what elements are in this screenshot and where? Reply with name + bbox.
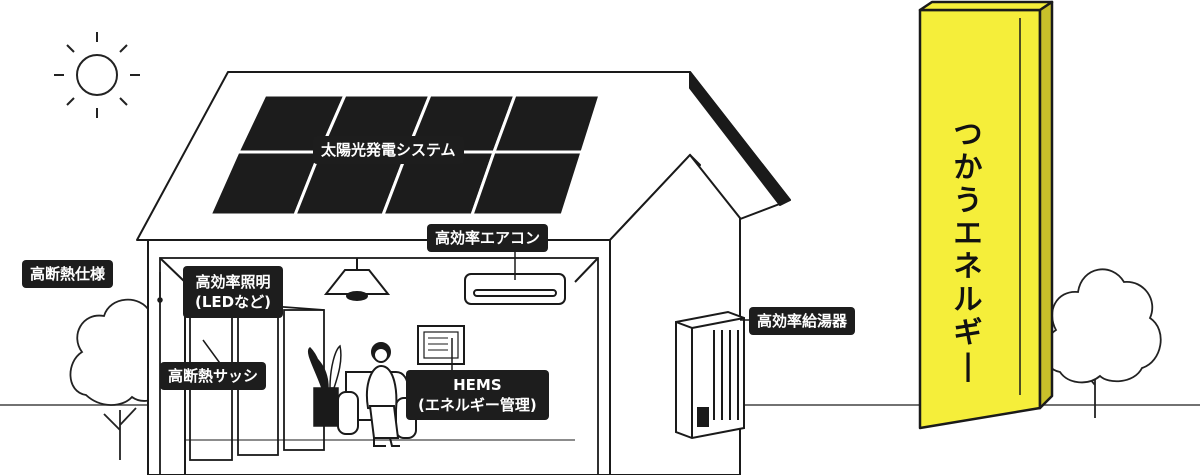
lighting-label: 高効率照明 (LEDなど) [183, 266, 283, 318]
sun-icon [54, 32, 140, 118]
person-icon [366, 342, 400, 447]
pendant-lamp-icon [323, 258, 391, 301]
insulation-text: 高断熱仕様 [30, 265, 106, 283]
tower-glyph: ル [953, 282, 983, 316]
insulation-label: 高断熱仕様 [22, 260, 114, 288]
tower-glyph: | [962, 348, 974, 382]
tower-glyph: ギ [953, 315, 983, 349]
sash-label: 高断熱サッシ [160, 362, 267, 390]
hems-label: HEMS (エネルギー管理) [406, 370, 549, 420]
air-conditioner-icon [464, 273, 566, 305]
plant-icon [308, 344, 342, 427]
water-heater-icon [675, 310, 745, 440]
lighting-text-line2: (LEDなど) [195, 293, 271, 311]
air-conditioner-text: 高効率エアコン [435, 229, 541, 247]
air-conditioner-label: 高効率エアコン [427, 224, 549, 252]
tree-right-icon [1043, 268, 1162, 418]
sash-text: 高断熱サッシ [168, 367, 259, 385]
water-heater-label: 高効率給湯器 [749, 307, 856, 335]
tower-glyph: ネ [953, 249, 983, 283]
tree-left-icon [69, 298, 162, 460]
hems-text-line2: (エネルギー管理) [418, 396, 537, 414]
tower-glyph: か [953, 150, 983, 184]
lighting-text-line1: 高効率照明 [195, 273, 271, 291]
tower-vertical-text: つかうエネルギ| [950, 118, 986, 382]
tower-glyph: う [953, 183, 983, 217]
solar-power-text: 太陽光発電システム [321, 141, 456, 159]
energy-tower [918, 0, 1054, 430]
tower-glyph: エ [953, 216, 983, 250]
hems-text-line1: HEMS [453, 376, 502, 394]
water-heater-text: 高効率給湯器 [757, 312, 848, 330]
tower-glyph: つ [953, 117, 983, 151]
solar-power-label: 太陽光発電システム [313, 136, 464, 164]
